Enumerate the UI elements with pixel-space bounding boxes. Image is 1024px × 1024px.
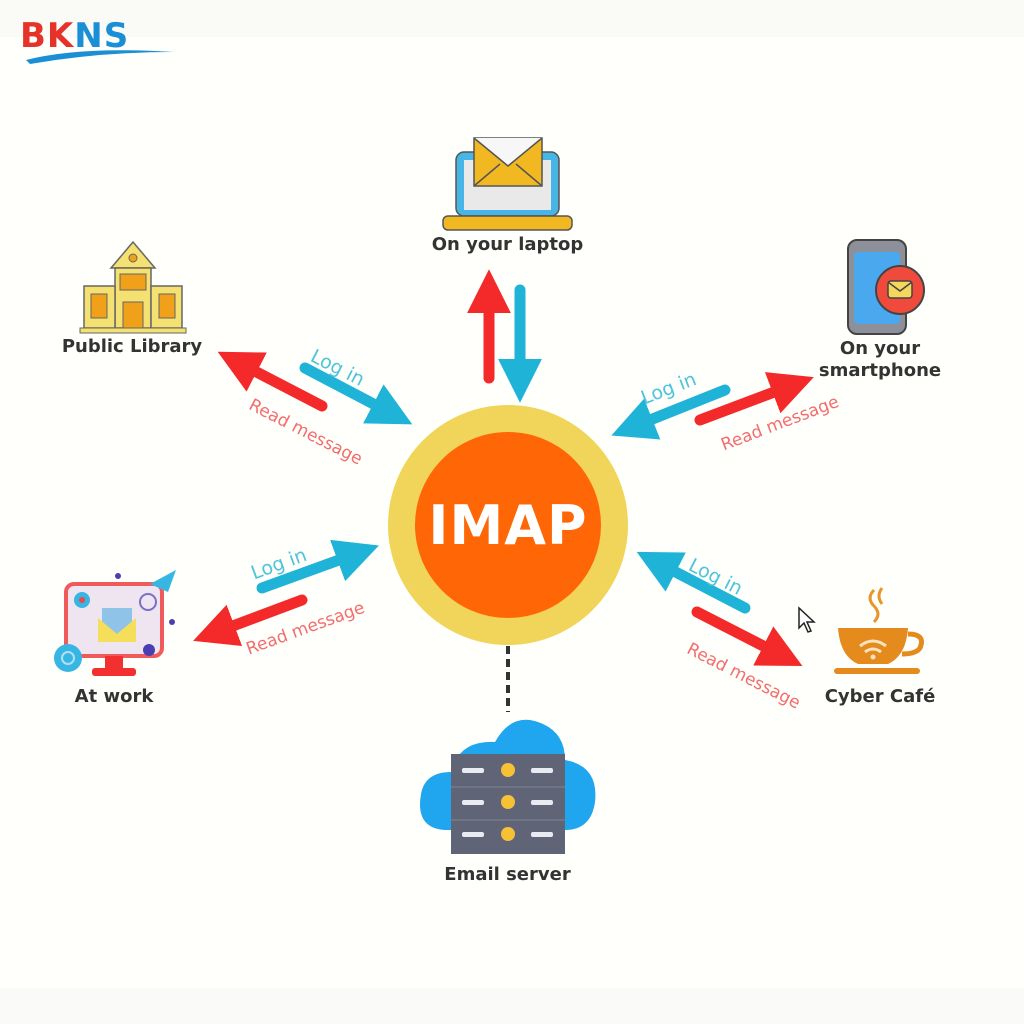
work-label: At work [74,686,154,707]
top-band [0,0,1024,37]
laptop-envelope-icon [442,137,573,231]
smartphone-mail-icon [847,239,925,335]
imap-hub: IMAP [388,405,628,645]
logo-text-red: BK [20,16,75,56]
logo-text-blue: NS [74,16,130,56]
imap-core: IMAP [415,432,601,618]
library-building-icon [79,240,187,334]
smartphone-label: On your smartphone [800,338,960,382]
smartphone-arrows [611,372,814,440]
mouse-cursor-icon [798,606,816,633]
bottom-band [0,988,1024,1024]
laptop-label: On your laptop [431,234,584,255]
server-label: Email server [444,864,571,885]
logo-text: BKNS [20,16,129,56]
imap-label: IMAP [428,493,588,557]
cloud-server-icon [420,719,596,854]
library-arrows [217,351,413,425]
computer-monitor-mail-icon [54,570,176,676]
smartphone-label-line2: smartphone [818,360,942,381]
smartphone-label-line1: On your [839,338,921,359]
logo-swoosh-icon [26,50,174,64]
library-label: Public Library [61,336,203,357]
coffee-cup-wifi-icon [834,587,924,674]
cafe-label: Cyber Café [824,686,936,707]
laptop-arrows [467,269,542,403]
cafe-arrows [636,551,803,667]
bkns-logo: BKNS [20,16,180,66]
work-arrows [193,539,379,646]
